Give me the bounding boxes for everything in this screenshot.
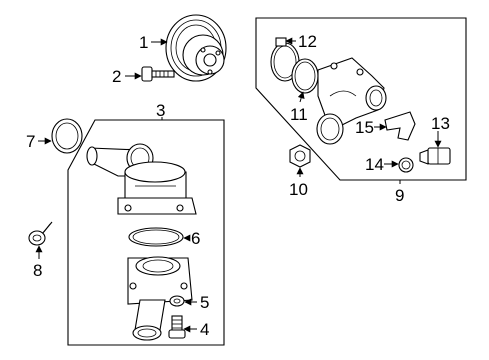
callout-12: 12 (298, 32, 317, 51)
pump-housing-part (86, 143, 197, 215)
callout-6: 6 (191, 229, 200, 248)
callout-1: 1 (139, 33, 148, 52)
pulley-bolt-part (141, 66, 175, 82)
callout-13: 13 (431, 114, 450, 133)
o-ring-11-part (291, 58, 319, 94)
callout-7: 7 (26, 132, 35, 151)
washer-5-part (169, 295, 185, 307)
callout-15: 15 (355, 118, 374, 137)
thermostat-housing-part (316, 57, 387, 145)
callout-3: 3 (156, 101, 165, 120)
callout-2: 2 (112, 67, 121, 86)
bolt-4-part (168, 315, 186, 339)
callout-4: 4 (200, 320, 209, 339)
callout-9: 9 (395, 186, 404, 205)
gasket-ring-6-part (128, 227, 184, 247)
callout-11: 11 (290, 105, 308, 124)
callout-10: 10 (289, 180, 308, 199)
gasket-15-part (384, 111, 416, 141)
assembly-box-3 (67, 119, 225, 346)
callout-8: 8 (33, 261, 42, 280)
callout-5: 5 (200, 293, 209, 312)
pulley-part (165, 14, 227, 82)
o-ring-7-part (51, 118, 83, 154)
callout-14: 14 (365, 155, 384, 174)
pump-body-part (127, 256, 193, 341)
leader-11 (297, 91, 305, 103)
assembly-box-9 (255, 17, 467, 181)
bolt-8-part (28, 221, 53, 246)
nut-10-part (289, 144, 311, 168)
seal-14-part (398, 157, 414, 173)
sensor-13-part (419, 147, 451, 165)
